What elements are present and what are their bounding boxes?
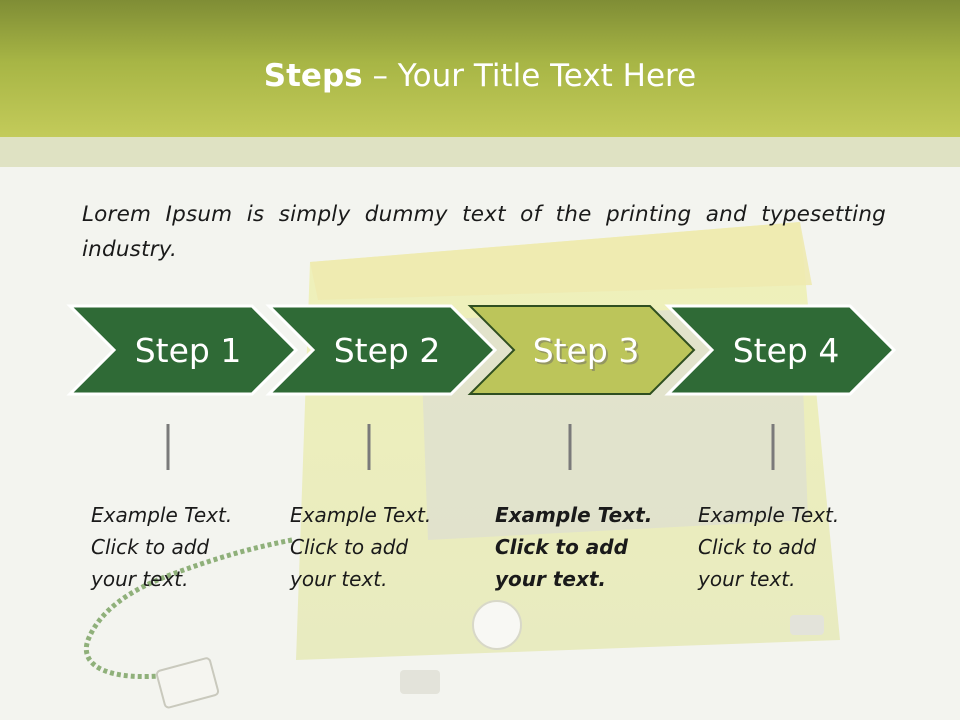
- step-3-label-shadow: Step 3: [535, 333, 642, 372]
- header-strip: [0, 137, 960, 167]
- step-4-label: Step 4: [733, 331, 840, 370]
- step-3-line-3: your text.: [495, 567, 607, 591]
- step-4-chevron[interactable]: Step 4: [664, 304, 897, 396]
- step-4-line-1: Example Text.: [698, 503, 840, 527]
- step-1-text[interactable]: Example Text. Click to add your text.: [91, 499, 261, 595]
- step-1-chevron[interactable]: Step 1: [66, 304, 299, 396]
- step-2-line-3: your text.: [290, 567, 388, 591]
- step-3-chevron[interactable]: Step 3 Step 3: [467, 305, 696, 395]
- header-band: [0, 0, 960, 137]
- title-bold: Steps: [263, 58, 363, 94]
- step-3-text[interactable]: Example Text. Click to add your text.: [495, 499, 665, 595]
- intro-text[interactable]: Lorem Ipsum is simply dummy text of the …: [82, 202, 886, 262]
- step-2-label: Step 2: [334, 331, 441, 370]
- slide-title[interactable]: Steps – Your Title Text Here: [0, 56, 960, 96]
- step-4-line-3: your text.: [698, 567, 796, 591]
- step-4-line-2: Click to add: [698, 535, 817, 559]
- step-2-line-1: Example Text.: [290, 503, 432, 527]
- step-3-line-1: Example Text.: [495, 503, 653, 527]
- step-1-label: Step 1: [135, 331, 242, 370]
- step-4-text[interactable]: Example Text. Click to add your text.: [698, 499, 868, 595]
- step-3-line-2: Click to add: [495, 535, 628, 559]
- step-1-line-3: your text.: [91, 567, 189, 591]
- title-rest: – Your Title Text Here: [362, 58, 697, 94]
- step-2-text[interactable]: Example Text. Click to add your text.: [290, 499, 460, 595]
- step-1-line-1: Example Text.: [91, 503, 233, 527]
- step-2-line-2: Click to add: [290, 535, 409, 559]
- step-1-line-2: Click to add: [91, 535, 210, 559]
- step-3-label: Step 3: [533, 331, 640, 370]
- step-2-chevron[interactable]: Step 2: [265, 304, 498, 396]
